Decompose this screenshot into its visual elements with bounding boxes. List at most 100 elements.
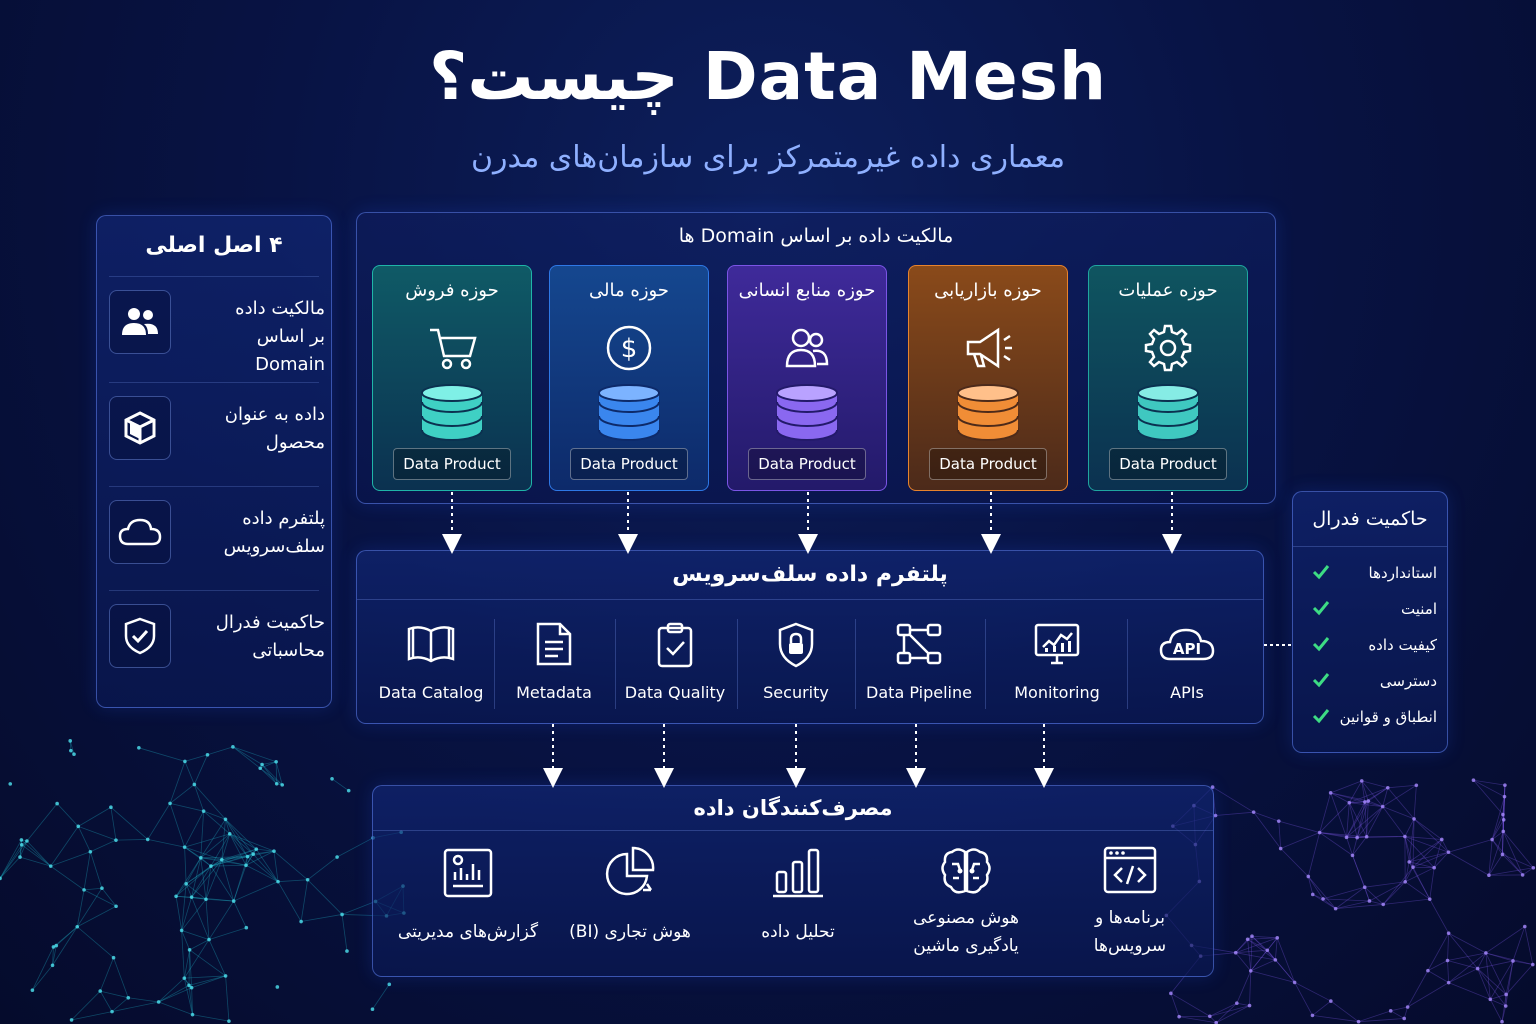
mesh-line xyxy=(71,990,101,1021)
mesh-node xyxy=(1403,879,1408,884)
mesh-line xyxy=(1505,960,1514,1007)
mesh-line xyxy=(115,839,148,841)
mesh-line xyxy=(1502,831,1504,855)
mesh-line xyxy=(276,783,283,786)
domain-operations: حوزه عملیات Data Product xyxy=(1088,265,1248,491)
mesh-node xyxy=(1169,991,1173,996)
mesh-line xyxy=(210,853,254,867)
mesh-line xyxy=(1404,836,1442,840)
mesh-line xyxy=(205,899,210,940)
mesh-line xyxy=(1368,787,1389,802)
mesh-line xyxy=(183,939,210,979)
mesh-line xyxy=(1448,952,1487,983)
mesh-line xyxy=(83,889,117,907)
mesh-line xyxy=(210,833,231,867)
tool-security: Security xyxy=(739,611,853,711)
mesh-line xyxy=(1267,949,1276,961)
mesh-line xyxy=(1477,960,1514,969)
mesh-line xyxy=(19,856,51,867)
mesh-line xyxy=(233,900,247,928)
mesh-line xyxy=(32,946,54,991)
mesh-line xyxy=(1505,960,1514,995)
mesh-line xyxy=(83,851,91,890)
governance-item-compliance: انطباق و قوانین xyxy=(1311,702,1437,732)
mesh-line xyxy=(70,750,75,755)
consumer-label: هوش تجاری (BI) xyxy=(545,918,715,946)
mesh-line xyxy=(0,844,23,879)
mesh-line xyxy=(21,839,27,842)
mesh-line xyxy=(1429,867,1435,900)
mesh-line xyxy=(1209,1015,1217,1024)
mesh-line xyxy=(1294,982,1332,1002)
mesh-node xyxy=(1329,999,1333,1003)
mesh-node xyxy=(335,855,339,859)
mesh-line xyxy=(1502,785,1506,815)
domain-hr: حوزه منابع انسانی Data Product xyxy=(727,265,887,491)
consumer-line1: هوش مصنوعی xyxy=(913,908,1019,928)
mesh-line xyxy=(1364,801,1368,837)
mesh-line xyxy=(71,1011,113,1021)
cloud-icon xyxy=(109,500,171,564)
principle-line2: بر اساس Domain xyxy=(255,326,325,375)
mesh-line xyxy=(1502,814,1505,820)
mesh-node xyxy=(1446,980,1451,985)
mesh-line xyxy=(184,975,226,979)
mesh-node xyxy=(69,1018,74,1022)
mesh-line xyxy=(1346,802,1350,838)
mesh-line xyxy=(1448,968,1478,984)
mesh-line xyxy=(1236,970,1252,1004)
mesh-line xyxy=(1409,861,1435,869)
mesh-node xyxy=(1501,818,1506,822)
mesh-line xyxy=(147,803,171,840)
mesh-node xyxy=(1411,865,1415,870)
mesh-line xyxy=(1491,796,1505,840)
mesh-line xyxy=(205,898,234,902)
mesh-line xyxy=(1251,935,1276,961)
mesh-line xyxy=(1247,935,1253,940)
mesh-node xyxy=(305,877,310,882)
mesh-node xyxy=(1275,936,1280,940)
consumer-management-reports: گزارش‌های مدیریتی xyxy=(383,844,553,974)
mesh-node xyxy=(1502,794,1507,799)
mesh-line xyxy=(1349,802,1383,808)
mesh-line xyxy=(1488,854,1503,876)
mesh-line xyxy=(1502,854,1534,869)
mesh-line xyxy=(225,818,257,850)
consumer-data-analysis: تحلیل داده xyxy=(713,844,883,974)
mesh-node xyxy=(227,832,232,836)
mesh-line xyxy=(1404,836,1414,868)
mesh-line xyxy=(184,754,208,762)
mesh-line xyxy=(183,977,190,986)
mesh-line xyxy=(99,957,114,992)
mesh-line xyxy=(1235,949,1268,954)
mesh-line xyxy=(1330,780,1362,794)
mesh-node xyxy=(174,894,178,899)
mesh-node xyxy=(280,783,285,787)
mesh-line xyxy=(1280,848,1309,877)
domain-name: حوزه منابع انسانی xyxy=(738,280,876,301)
mesh-line xyxy=(56,926,78,946)
mesh-line xyxy=(169,761,186,804)
mesh-node xyxy=(182,845,187,849)
mesh-line xyxy=(1348,780,1363,803)
api-cloud-icon: API xyxy=(1159,628,1215,661)
mesh-line xyxy=(1505,964,1534,995)
mesh-node xyxy=(370,1007,375,1012)
report-icon xyxy=(443,848,493,898)
shield-check-icon xyxy=(109,604,171,668)
mesh-line xyxy=(1404,861,1410,882)
mesh-line xyxy=(232,746,261,769)
mesh-line xyxy=(181,899,207,931)
mesh-node xyxy=(1385,785,1390,790)
consumers-panel: مصرف‌کنندگان داده گزارش‌های مدیریتی هوش … xyxy=(372,785,1214,977)
mesh-line xyxy=(200,857,247,866)
mesh-line xyxy=(1382,784,1417,807)
mesh-node xyxy=(1364,834,1369,839)
mesh-line xyxy=(1247,939,1252,971)
mesh-line xyxy=(1427,933,1449,971)
mesh-line xyxy=(193,754,208,785)
brain-icon xyxy=(941,848,991,894)
mesh-node xyxy=(1356,1019,1361,1024)
